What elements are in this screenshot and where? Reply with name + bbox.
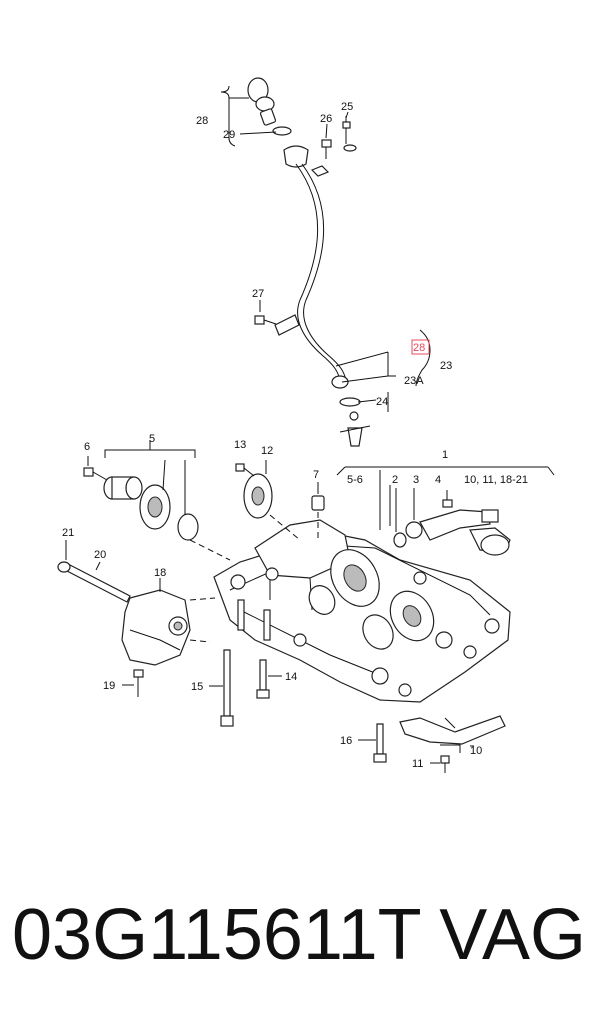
gear-center	[308, 585, 336, 615]
o-ring-2	[393, 532, 407, 548]
callout-28-highlight[interactable]: 28	[413, 342, 425, 354]
shaft-20	[66, 561, 131, 603]
bolt-15	[209, 649, 234, 727]
callout-7: 7	[313, 469, 319, 481]
callout-16: 16	[340, 735, 352, 747]
callout-15: 15	[191, 681, 203, 693]
exploded-parts-diagram: 28 29 25 26 27 28 23 23A 24 5 6 13 12 7 …	[57, 77, 555, 773]
callout-14: 14	[285, 671, 297, 683]
intermediate-gear	[362, 614, 394, 650]
callout-20: 20	[94, 549, 106, 561]
callout-6: 6	[84, 441, 90, 453]
callout-25: 25	[341, 101, 353, 113]
bolt-6	[83, 467, 108, 481]
callout-11: 11	[412, 758, 423, 770]
bolt-4	[442, 490, 453, 508]
part-number: 03G115611T	[12, 895, 422, 975]
callout-5: 5	[149, 433, 155, 445]
oil-pump-module	[213, 466, 555, 703]
seal-24	[339, 397, 361, 407]
balance-shaft-gear-right	[389, 590, 435, 642]
footer: 03G115611T VAG	[0, 895, 600, 985]
sleeve-7	[311, 482, 325, 540]
washer-21	[57, 561, 71, 573]
callout-2: 2	[392, 474, 398, 486]
dipstick-assembly	[220, 77, 431, 447]
gear-set-5	[83, 440, 231, 561]
gear-5	[139, 484, 171, 530]
gear-12	[243, 460, 273, 519]
callout-10: 10	[470, 745, 482, 757]
bolt-13	[235, 463, 255, 477]
callout-4: 4	[435, 474, 441, 486]
callout-24: 24	[376, 396, 388, 408]
callout-1: 1	[442, 449, 448, 461]
callout-3: 3	[413, 474, 419, 486]
balance-shaft-gear-left	[330, 549, 380, 607]
callout-23: 23	[440, 360, 452, 372]
baffle-10	[399, 715, 506, 753]
bolt-19	[122, 669, 144, 697]
bolt-25	[342, 116, 351, 144]
bolt-16	[358, 723, 387, 763]
callout-29: 29	[223, 129, 235, 141]
callout-28: 28	[196, 115, 208, 127]
callout-26: 26	[320, 113, 332, 125]
bushing	[103, 476, 143, 500]
bolt-27	[254, 315, 277, 325]
callout-21: 21	[62, 527, 74, 539]
bolt-14	[256, 659, 282, 699]
ring-washer	[177, 513, 199, 541]
callout-12: 12	[261, 445, 273, 457]
bolt-26	[321, 139, 332, 159]
oil-pickup-assembly	[393, 488, 511, 556]
callout-5-6: 5-6	[347, 474, 363, 486]
callout-13: 13	[234, 439, 246, 451]
brand-label: VAG	[439, 895, 586, 975]
highlight-box	[411, 339, 430, 355]
callout-19: 19	[103, 680, 115, 692]
o-ring-29	[272, 126, 292, 136]
callout-10-11-18-21: 10, 11, 18-21	[464, 474, 528, 486]
oil-pump-18	[121, 578, 216, 666]
bolt-11	[430, 755, 450, 773]
callout-18: 18	[154, 567, 166, 579]
callout-23a: 23A	[404, 375, 424, 387]
callout-27: 27	[252, 288, 264, 300]
seal-3	[405, 521, 423, 539]
